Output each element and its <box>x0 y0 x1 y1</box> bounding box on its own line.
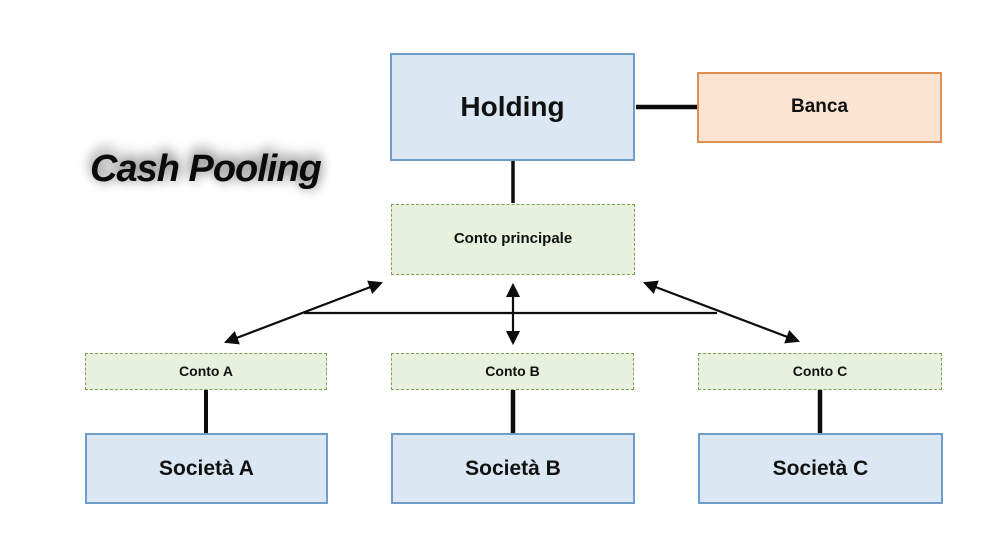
node-societa-b-label: Società B <box>465 456 561 480</box>
node-conto-principale-label: Conto principale <box>453 230 573 248</box>
node-conto-b-label: Conto B <box>485 362 540 379</box>
node-conto-b: Conto B <box>391 353 634 390</box>
edge-conto-principale-conto-a <box>223 280 384 345</box>
diagram-title: Cash Pooling <box>90 148 322 190</box>
node-conto-principale: Conto principale <box>391 204 635 275</box>
node-societa-b: Società B <box>391 433 635 504</box>
node-conto-c: Conto C <box>698 353 942 390</box>
node-conto-c-label: Conto C <box>792 362 848 379</box>
node-banca-label: Banca <box>790 96 849 118</box>
node-conto-a: Conto A <box>85 353 327 390</box>
node-societa-c: Società C <box>698 433 943 504</box>
node-conto-a-label: Conto A <box>179 362 233 379</box>
node-societa-c-label: Società C <box>772 456 869 480</box>
node-holding-label: Holding <box>460 90 565 122</box>
node-banca: Banca <box>697 72 942 143</box>
edge-conto-principale-conto-c <box>642 280 801 344</box>
node-societa-a-label: Società A <box>159 456 254 480</box>
node-societa-a: Società A <box>85 433 328 504</box>
node-holding: Holding <box>390 53 635 161</box>
